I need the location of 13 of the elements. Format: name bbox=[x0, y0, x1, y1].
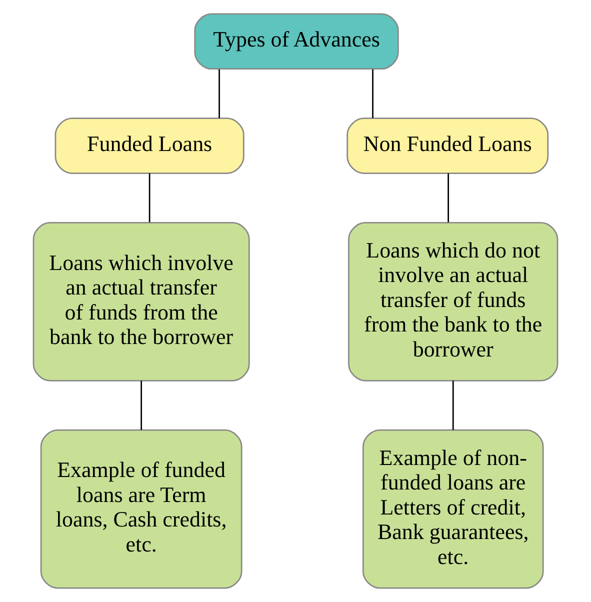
connector bbox=[140, 380, 142, 430]
node-box: Types of Advances bbox=[194, 13, 399, 70]
node-box: Example of non-funded loans are Letters of credit, Bank guarantees, etc. bbox=[362, 429, 544, 589]
connector bbox=[448, 173, 449, 222]
connector bbox=[148, 173, 150, 222]
node-box: Funded Loans bbox=[54, 118, 244, 174]
node-box: Loans which do not involve an actual transfer of funds from the bank to the borrower bbox=[348, 222, 558, 382]
node-box: Example of funded loans are Term loans, Cash credits, etc. bbox=[40, 429, 242, 589]
node-box: Loans which involve an actual transfer of funds from the bank to the borrower bbox=[32, 222, 250, 382]
connector bbox=[218, 69, 220, 118]
connector bbox=[372, 69, 374, 118]
node-box: Non Funded Loans bbox=[346, 118, 549, 174]
connector bbox=[452, 380, 454, 430]
